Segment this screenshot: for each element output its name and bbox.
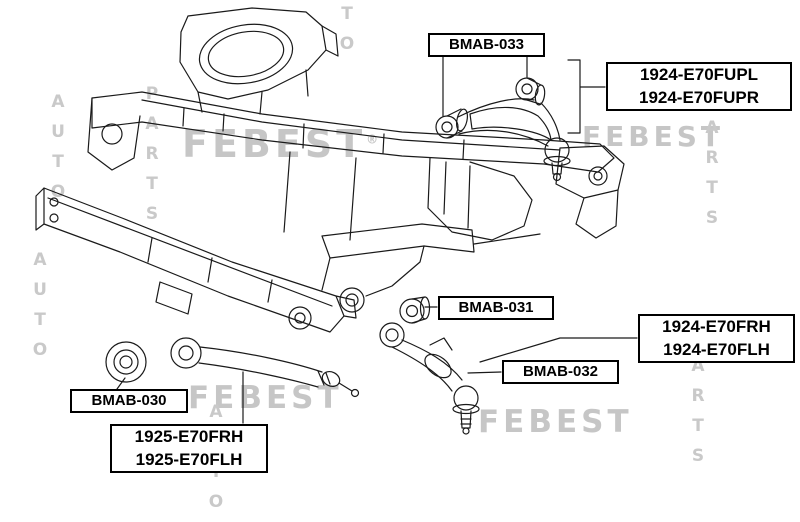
watermark-parts-column-bottom-right: PARTS — [688, 326, 708, 476]
front-arm-bushing-drawing — [105, 341, 147, 383]
label-1924-e70flh-text: 1924-E70FLH — [663, 339, 770, 359]
label-1924-e70frh-text: 1924-E70FRH — [662, 317, 771, 337]
label-1924-e70fupl-text: 1924-E70FUPL — [639, 65, 759, 85]
upper-arm-ball-joint — [544, 137, 570, 163]
subframe-bushing-mount — [588, 166, 608, 186]
watermark-febest-text: FEBEST — [182, 122, 367, 166]
lower-arm-bushing-eye — [379, 322, 405, 348]
label-bmab-031: BMAB-031 — [438, 296, 554, 320]
label-bmab-030: BMAB-030 — [70, 389, 188, 413]
suspension-diagram-art — [35, 7, 638, 435]
watermark-auto-column-top-center: AUTO — [337, 0, 357, 64]
label-1924-e70f: 1924-E70FRH 1924-E70FLH — [638, 314, 795, 363]
leader-1924f — [479, 337, 638, 363]
label-1925-e70frh-text: 1925-E70FRH — [134, 427, 244, 447]
track-control-arm-drawing — [170, 337, 360, 398]
leader-bmab032 — [467, 371, 502, 374]
watermark-parts-column-top-right: PARTS — [702, 88, 722, 238]
parts-diagram-page: { "watermarks": { "brand": "FEBEST", "re… — [30, 0, 795, 522]
leader-bmab030 — [116, 377, 126, 390]
label-bmab-033: BMAB-033 — [428, 33, 545, 57]
watermark-parts-column-top-left: PARTS — [142, 84, 162, 234]
label-1924-e70fup: 1924-E70FUPL 1924-E70FUPR — [606, 62, 792, 111]
lower-arm-ball-joint — [453, 385, 479, 411]
track-arm-bushing-eye — [170, 337, 202, 369]
label-1925-e70flh-text: 1925-E70FLH — [135, 449, 243, 469]
label-bmab-032: BMAB-032 — [502, 360, 619, 384]
watermark-febest-center: FEBEST® — [182, 122, 378, 166]
lower-control-arm-drawing — [379, 322, 480, 435]
track-arm-ball-joint — [321, 371, 341, 387]
leader-1924fu-bracket — [567, 59, 606, 134]
label-1925-e70f: 1925-E70FRH 1925-E70FLH — [110, 424, 268, 473]
watermark-febest-bottom-right: FEBEST — [478, 404, 633, 440]
watermark-auto-column-left: AUTO — [30, 250, 50, 370]
leader-lines — [116, 56, 638, 424]
subframe-crossmember-drawing — [35, 7, 625, 333]
watermark-auto-column-top-left: AUTO — [48, 92, 68, 212]
label-1924-e70fupr-text: 1924-E70FUPR — [638, 87, 759, 107]
bmab-030-bushing — [105, 341, 147, 383]
lower-arm-bushing-drawing — [399, 296, 431, 324]
upper-control-arm-drawing — [435, 77, 571, 182]
